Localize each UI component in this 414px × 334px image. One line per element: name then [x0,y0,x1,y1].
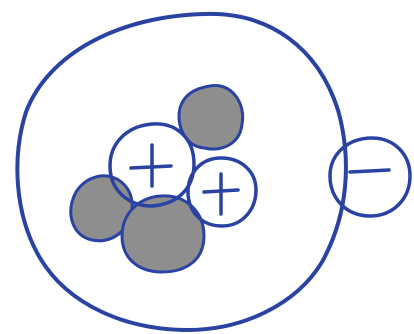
electron [330,138,410,216]
electron-sign-label: − [370,179,371,181]
proton [188,158,256,226]
atom-outer-boundary [17,14,346,330]
proton [110,124,194,206]
